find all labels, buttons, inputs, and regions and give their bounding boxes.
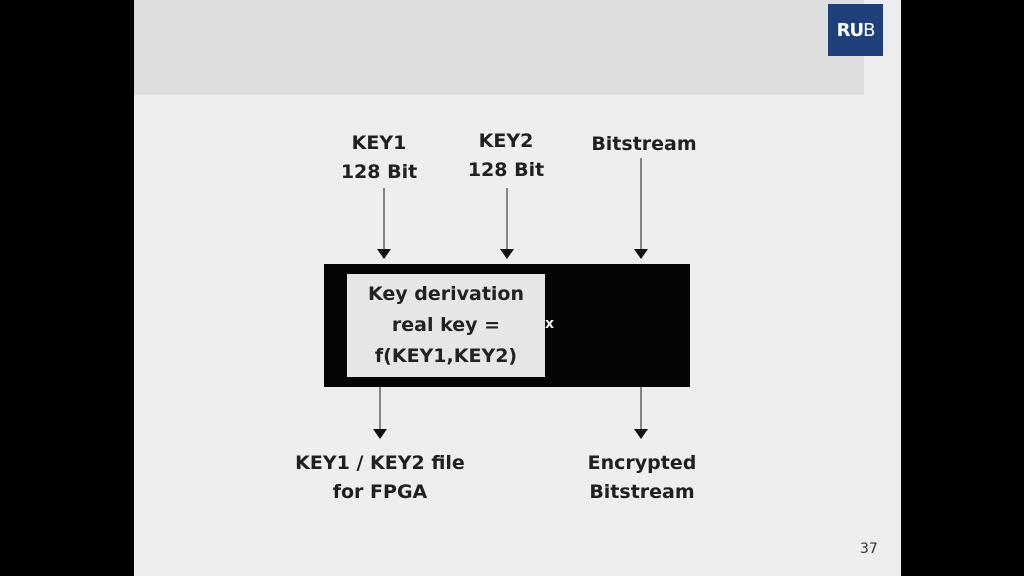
slide-header-band xyxy=(134,0,864,95)
encrypted-label: Encrypted Bitstream xyxy=(578,449,706,507)
bitstream-label-line1: Bitstream xyxy=(591,133,697,155)
key1-label-line1: KEY1 xyxy=(351,132,407,154)
bitstream-label: Bitstream xyxy=(582,130,706,159)
arrows-layer xyxy=(373,158,648,439)
keyfile-label: KEY1 / KEY2 file for FPGA xyxy=(280,449,480,507)
key1-label-line2: 128 Bit xyxy=(340,161,418,183)
logo-text-light: B xyxy=(863,19,875,41)
derivation-line-3: f(KEY1,KEY2) xyxy=(374,345,518,367)
encrypted-label-line2: Bitstream xyxy=(589,481,695,503)
block-mark: x xyxy=(545,316,555,332)
keyfile-label-line2: for FPGA xyxy=(332,481,428,503)
encryption-block: Key derivation real key = f(KEY1,KEY2) x xyxy=(324,264,690,387)
page-number: 37 xyxy=(860,541,878,557)
derivation-line-1: Key derivation xyxy=(367,283,525,305)
key-derivation-box: Key derivation real key = f(KEY1,KEY2) xyxy=(347,274,545,377)
key2-label-line2: 128 Bit xyxy=(467,159,545,181)
key2-label-line1: KEY2 xyxy=(478,130,534,152)
encrypted-label-line1: Encrypted xyxy=(587,452,697,474)
keyfile-label-line1: KEY1 / KEY2 file xyxy=(295,452,465,474)
key1-label: KEY1 128 Bit xyxy=(329,129,429,187)
derivation-line-2: real key = xyxy=(391,314,501,336)
key2-label: KEY2 128 Bit xyxy=(456,127,556,185)
logo-text-bold: RU xyxy=(836,19,865,41)
